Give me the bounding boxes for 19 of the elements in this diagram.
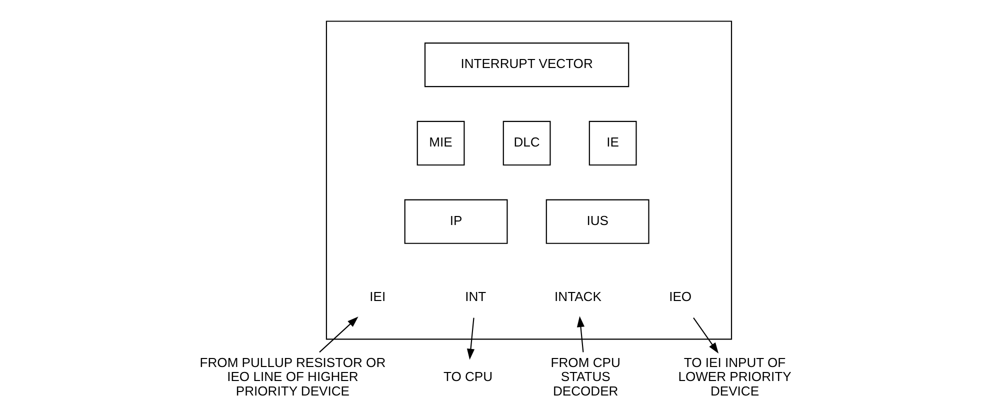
node-text: FROM CPU STATUS DECODER xyxy=(550,355,620,398)
node-box: IE xyxy=(588,120,637,166)
node-text: IEI xyxy=(370,289,386,304)
node-box: IP xyxy=(404,199,508,244)
node-text: FROM PULLUP RESISTOR OR IEO LINE OF HIGHER PRIORITY DEVICE xyxy=(200,355,386,398)
node-box: DLC xyxy=(502,120,551,166)
arrow xyxy=(319,316,358,353)
node-text: TO IEI INPUT OF LOWER PRIORITY DEVICE xyxy=(678,355,792,398)
node-text: INT xyxy=(465,289,486,304)
cluster xyxy=(326,20,732,340)
node-box: INTERRUPT VECTOR xyxy=(424,42,630,88)
node-text: IEO xyxy=(669,289,692,304)
node-text: TO CPU xyxy=(443,369,493,384)
arrow xyxy=(693,317,719,354)
arrow xyxy=(576,316,585,352)
arrow xyxy=(466,318,475,360)
node-box: IUS xyxy=(546,199,650,244)
node-text: INTACK xyxy=(554,289,602,304)
node-box: MIE xyxy=(416,120,465,166)
